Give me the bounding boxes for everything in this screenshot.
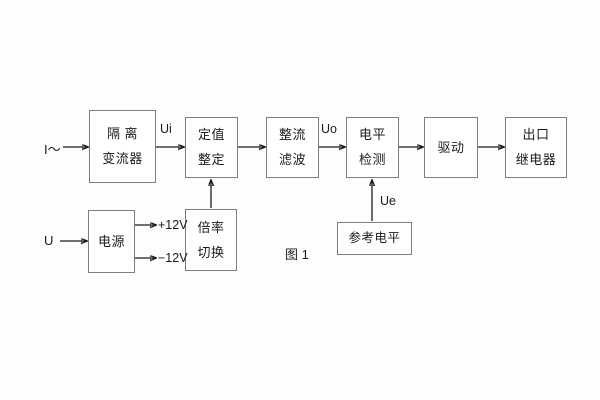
label-uo: Uo bbox=[321, 122, 337, 136]
label-input-voltage: U bbox=[44, 233, 54, 248]
block-output-relay-line-1: 出口 bbox=[522, 127, 550, 143]
label-input-current: I～ bbox=[44, 142, 61, 157]
block-rectify-filter: 整流 滤波 bbox=[266, 117, 319, 178]
block-drive: 驱动 bbox=[424, 117, 478, 178]
block-output-relay-line-2: 继电器 bbox=[515, 152, 557, 167]
block-output-relay: 出口 继电器 bbox=[505, 117, 567, 178]
block-multiplier-switch-line-1: 倍率 bbox=[197, 219, 225, 235]
block-level-detect-line-2: 检测 bbox=[358, 152, 386, 167]
block-setting: 定值 整定 bbox=[185, 117, 238, 178]
block-isolation-ct: 隔 离 变流器 bbox=[89, 110, 156, 183]
block-power-supply-line-1: 电源 bbox=[97, 233, 125, 249]
block-power-supply: 电源 bbox=[88, 210, 135, 273]
block-level-detect-line-1: 电平 bbox=[358, 127, 386, 143]
label-ue: Ue bbox=[380, 194, 396, 208]
label-supply-negative: −12V bbox=[158, 251, 188, 265]
block-drive-line-1: 驱动 bbox=[437, 139, 465, 155]
block-multiplier-switch-line-2: 切换 bbox=[197, 244, 225, 260]
block-rectify-filter-line-2: 滤波 bbox=[278, 152, 306, 167]
block-isolation-ct-line-2: 变流器 bbox=[102, 151, 143, 166]
block-setting-line-1: 定值 bbox=[197, 127, 225, 143]
block-reference-level: 参考电平 bbox=[337, 222, 412, 255]
block-setting-line-2: 整定 bbox=[197, 152, 225, 167]
block-isolation-ct-line-1: 隔 离 bbox=[106, 126, 139, 142]
block-rectify-filter-line-1: 整流 bbox=[278, 127, 306, 143]
label-ui: Ui bbox=[160, 122, 172, 136]
block-level-detect: 电平 检测 bbox=[346, 117, 399, 178]
block-reference-level-line-1: 参考电平 bbox=[348, 230, 401, 245]
label-supply-positive: +12V bbox=[158, 218, 188, 232]
block-multiplier-switch: 倍率 切换 bbox=[185, 209, 237, 271]
figure-caption: 图 1 bbox=[285, 247, 309, 262]
